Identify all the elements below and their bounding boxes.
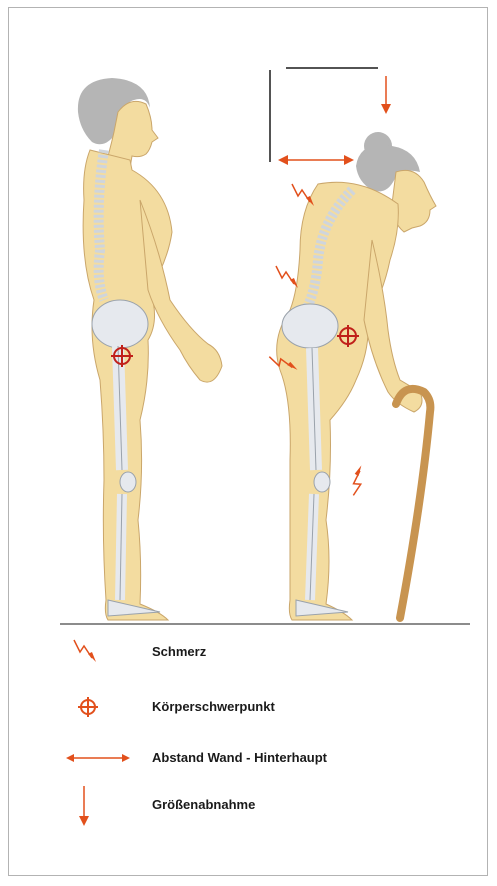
legend-item-distance: Abstand Wand - Hinterhaupt (60, 744, 460, 774)
legend-item-height-loss: Größenabnahme (60, 784, 460, 828)
healthy-figure (78, 78, 222, 620)
down-arrow-icon (60, 784, 130, 828)
legend-item-pain: Schmerz (60, 638, 460, 668)
legend-label-distance: Abstand Wand - Hinterhaupt (152, 750, 327, 765)
osteoporosis-figure (269, 68, 436, 620)
pain-lightning-icon (60, 638, 130, 668)
double-arrow-icon (60, 744, 130, 774)
posture-illustration (0, 0, 497, 640)
legend-label-height-loss: Größenabnahme (152, 797, 255, 812)
center-of-gravity-icon (60, 693, 130, 723)
legend-label-center-of-gravity: Körperschwerpunkt (152, 699, 275, 714)
legend-item-center-of-gravity: Körperschwerpunkt (60, 693, 460, 723)
legend-label-pain: Schmerz (152, 644, 206, 659)
